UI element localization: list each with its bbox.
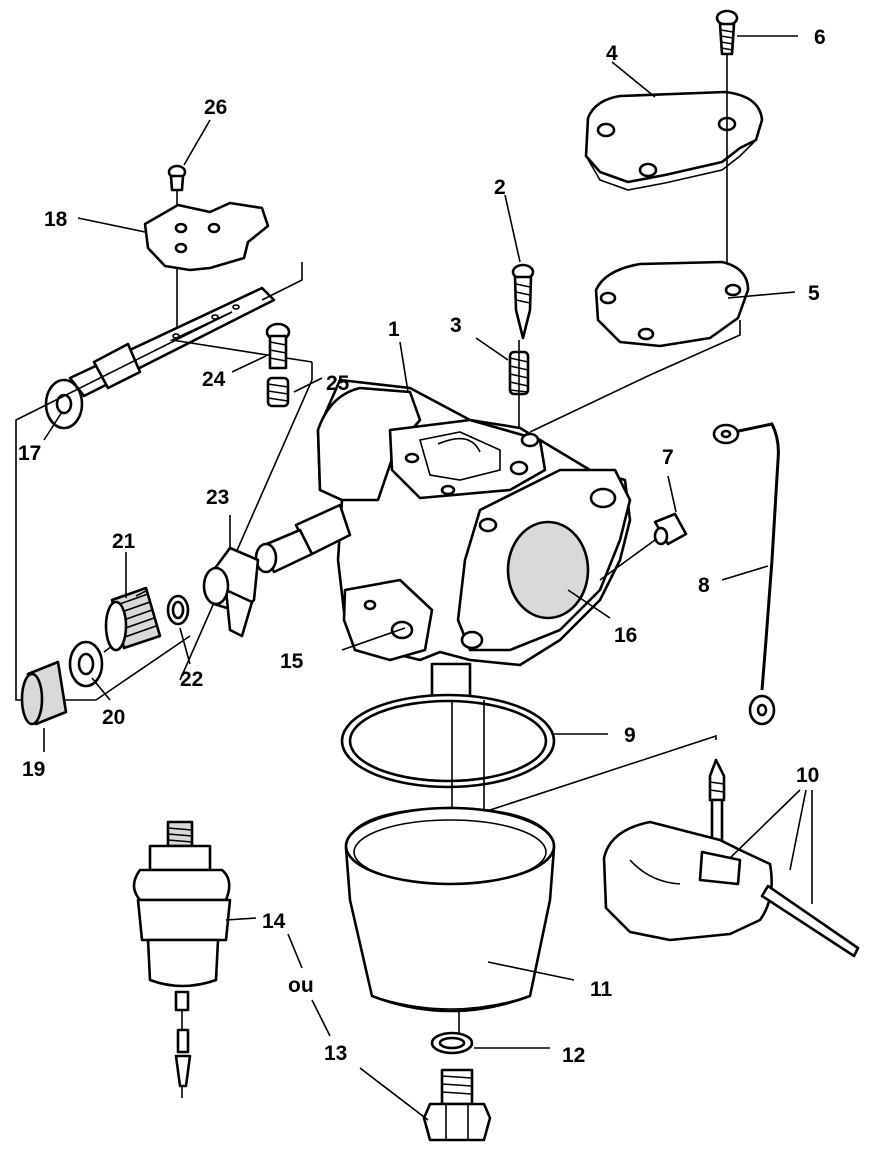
part-10-float	[602, 758, 860, 958]
part-13-drain-plug	[359, 1067, 492, 1142]
part-19-nut	[20, 660, 68, 752]
part-11-float-bowl	[344, 806, 575, 1013]
callout-26: 26	[204, 96, 227, 119]
assembly-line-needle	[483, 734, 717, 814]
callout-24: 24	[202, 368, 226, 391]
part-6-screw	[715, 9, 798, 56]
part-5-gasket	[594, 260, 796, 348]
callout-13: 13	[324, 1042, 347, 1065]
assembly-line-5	[529, 320, 741, 433]
callout-22: 22	[180, 668, 203, 691]
leader-15	[341, 627, 406, 651]
callout-25: 25	[326, 372, 350, 395]
part-24-idle-screw	[231, 322, 291, 373]
callout-6: 6	[814, 26, 826, 49]
part-20-washer	[68, 640, 111, 701]
callout-9: 9	[624, 724, 636, 747]
part-1-carburetor-body	[254, 341, 632, 702]
callout-7: 7	[662, 446, 674, 469]
part-18-plate	[77, 201, 270, 272]
callout-15: 15	[280, 650, 304, 673]
part-7-fitting	[599, 475, 688, 581]
part-17-shaft	[43, 286, 276, 441]
part-12-washer	[430, 1031, 550, 1055]
leader-ou-top	[287, 933, 303, 969]
callout-14: 14	[262, 910, 286, 933]
callout-4: 4	[606, 42, 618, 65]
leader-ou-bottom	[311, 999, 331, 1037]
part-25-spring	[266, 376, 323, 408]
callout-5: 5	[808, 282, 820, 305]
callout-12: 12	[562, 1044, 585, 1067]
callout-23: 23	[206, 486, 229, 509]
assembly-line-shaft	[169, 311, 313, 681]
part-21-spring	[103, 552, 162, 653]
callout-18: 18	[44, 208, 68, 231]
part-2-needle	[504, 194, 535, 340]
callout-20: 20	[102, 706, 125, 729]
alternative-label-ou: ou	[288, 974, 314, 997]
callout-1: 1	[388, 318, 400, 341]
callout-11: 11	[590, 978, 613, 1001]
callout-3: 3	[450, 314, 462, 337]
part-4-cover-plate	[584, 61, 764, 191]
leader-16	[567, 589, 611, 619]
part-14-solenoid	[132, 820, 257, 1098]
part-3-spring	[475, 337, 530, 470]
callout-21: 21	[112, 530, 136, 553]
part-8-wire	[712, 422, 780, 726]
callout-10: 10	[796, 764, 819, 787]
callout-8: 8	[698, 574, 710, 597]
callout-19: 19	[22, 758, 45, 781]
part-23-bushing	[202, 515, 260, 638]
part-9-o-ring	[340, 693, 608, 789]
callout-17: 17	[18, 442, 41, 465]
part-22-ring	[166, 594, 191, 665]
callout-2: 2	[494, 176, 506, 199]
callout-16: 16	[614, 624, 637, 647]
